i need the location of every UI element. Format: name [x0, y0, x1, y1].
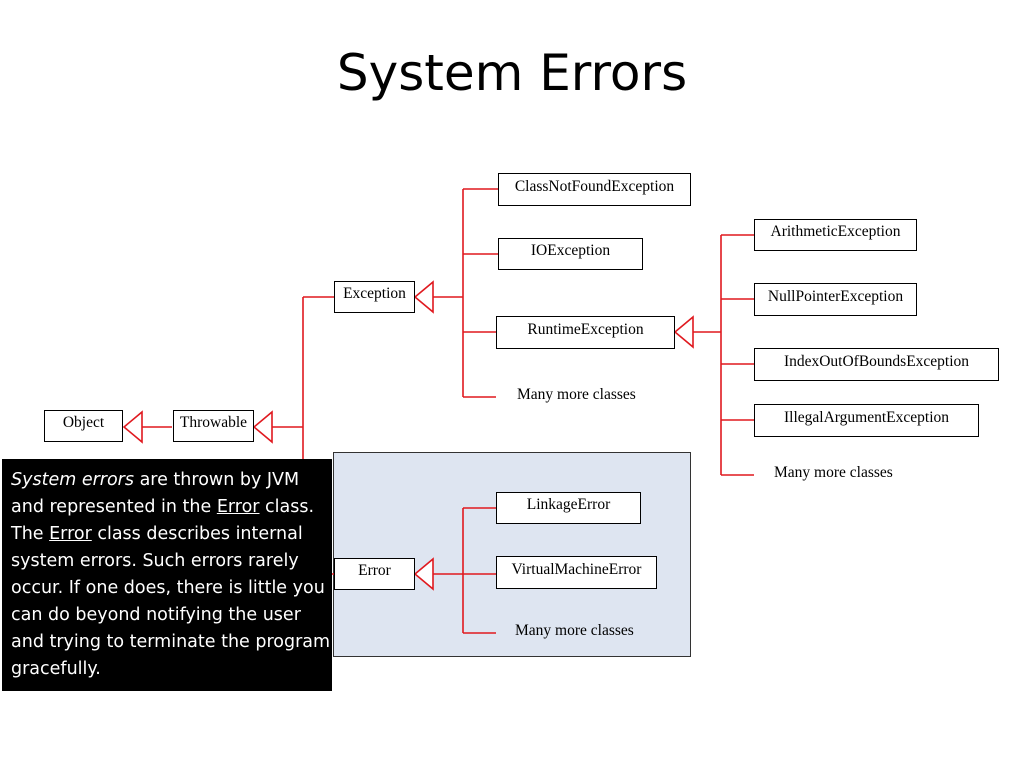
class-box-arithmetic-exception: ArithmeticException	[754, 219, 917, 251]
system-errors-note: System errors are thrown by JVM and repr…	[2, 459, 332, 691]
class-box-exception: Exception	[334, 281, 415, 313]
note-text: class describes internal system errors. …	[11, 524, 331, 679]
note-text: are thrown by JVM and represented in the	[11, 470, 300, 517]
class-box-class-not-found-exception: ClassNotFoundException	[498, 173, 691, 206]
note-error-class-ref: Error	[49, 524, 92, 544]
class-box-io-exception: IOException	[498, 238, 643, 270]
inheritance-arrow	[122, 410, 143, 444]
class-box-object: Object	[44, 410, 123, 442]
class-box-null-pointer-exception: NullPointerException	[754, 283, 917, 316]
class-box-linkage-error: LinkageError	[496, 492, 641, 524]
error-group-panel	[333, 452, 691, 657]
class-box-illegal-argument-exception: IllegalArgumentException	[754, 404, 979, 437]
class-box-virtual-machine-error: VirtualMachineError	[496, 556, 657, 589]
class-box-error: Error	[334, 558, 415, 590]
inheritance-arrow	[413, 280, 434, 314]
inheritance-arrow	[413, 557, 434, 591]
exception-many-more-label: Many more classes	[517, 386, 636, 403]
class-box-runtime-exception: RuntimeException	[496, 316, 675, 349]
class-box-throwable: Throwable	[173, 410, 254, 442]
slide-title: System Errors	[336, 44, 688, 102]
runtime-many-more-label: Many more classes	[774, 464, 893, 481]
note-term: System errors	[11, 470, 134, 490]
class-box-index-out-of-bounds-exception: IndexOutOfBoundsException	[754, 348, 999, 381]
inheritance-arrow	[252, 410, 273, 444]
note-text: class. The	[11, 497, 315, 544]
inheritance-arrow	[673, 315, 694, 349]
error-many-more-label: Many more classes	[515, 622, 634, 639]
note-error-class-ref: Error	[216, 497, 260, 517]
